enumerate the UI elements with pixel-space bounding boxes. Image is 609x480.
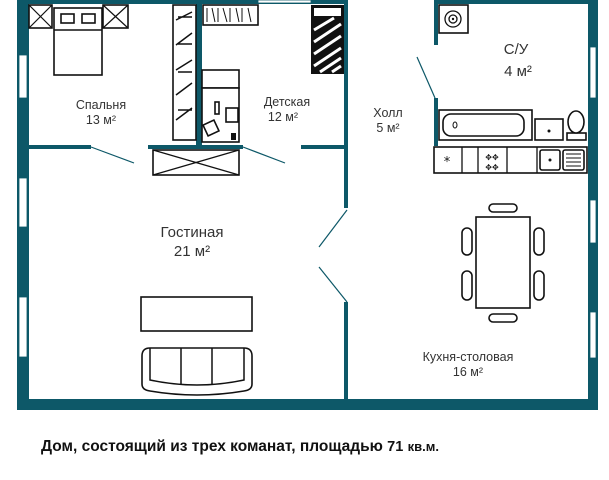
- svg-text:✥✥: ✥✥: [485, 163, 499, 172]
- room-name-hall: Холл: [373, 106, 402, 120]
- room-area-kids: 12 м²: [268, 110, 298, 124]
- room-name-bedroom: Спальня: [76, 98, 126, 112]
- doors: [90, 56, 436, 303]
- room-name-kids: Детская: [264, 95, 310, 109]
- svg-text:*: *: [444, 155, 451, 170]
- room-name-kitchen: Кухня-столовая: [423, 350, 514, 364]
- floor-plan: * ✥✥ ✥✥ Спальня 13 м² Детская 12 м² Холл…: [17, 0, 598, 410]
- bathroom-fixtures: [438, 4, 587, 141]
- room-area-bedroom: 13 м²: [86, 113, 116, 127]
- storage-closet: [152, 149, 240, 176]
- wardrobe: [172, 4, 197, 141]
- room-area-kitchen: 16 м²: [453, 365, 483, 379]
- windows: [18, 0, 597, 359]
- room-area-bathroom: 4 м²: [504, 63, 532, 80]
- caption-area-number: 71: [387, 439, 404, 455]
- svg-text:✥✥: ✥✥: [485, 153, 499, 162]
- room-name-bathroom: С/У: [504, 41, 529, 58]
- caption-text: Дом, состоящий из трех команат, площадью: [41, 438, 383, 455]
- kids-furniture: [201, 4, 344, 143]
- bed: [28, 4, 129, 76]
- living-furniture: [140, 296, 253, 396]
- dining-set: [461, 203, 545, 323]
- kitchen-counter: * ✥✥ ✥✥: [433, 146, 588, 174]
- room-name-living: Гостиная: [161, 224, 224, 241]
- room-area-living: 21 м²: [174, 243, 210, 260]
- room-area-hall: 5 м²: [376, 121, 399, 135]
- plan-caption: Дом, состоящий из трех команат, площадью…: [41, 438, 439, 456]
- caption-area-unit: кв.м.: [407, 439, 439, 454]
